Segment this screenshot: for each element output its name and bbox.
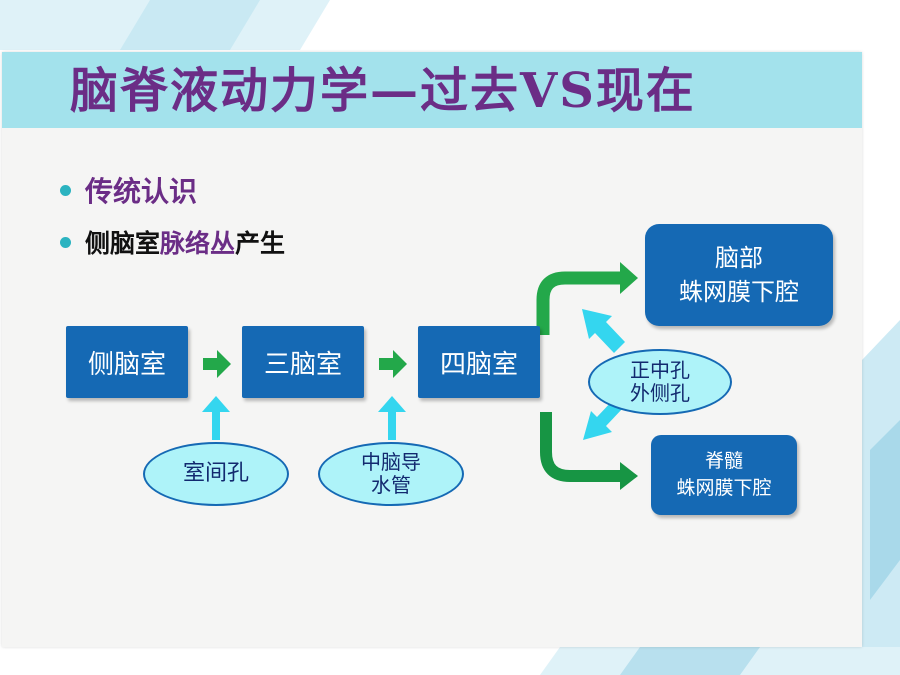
title-bar <box>2 52 862 128</box>
connector-label-line2: 外侧孔 <box>630 381 690 405</box>
bullet-csf-origin: 侧脑室 脉络丛 产生 <box>60 222 285 262</box>
connector-label: 室间孔 <box>182 461 249 487</box>
bullet-traditional-view: 传统认识 <box>60 170 197 210</box>
connector-cerebral-aqueduct: 中脑导 水管 <box>318 442 464 506</box>
node-lateral-ventricle: 侧脑室 <box>66 326 188 398</box>
node-label-line1: 脑部 <box>715 244 763 272</box>
node-label-line2: 蛛网膜下腔 <box>676 477 772 499</box>
connector-label-line1: 中脑导 <box>361 450 421 474</box>
bullet-text-highlight: 脉络丛 <box>160 229 236 258</box>
arrow-right-icon <box>203 350 231 378</box>
node-fourth-ventricle: 四脑室 <box>418 326 540 398</box>
node-third-ventricle: 三脑室 <box>242 326 364 398</box>
slide-title: 脑脊液动力学—过去VS现在 <box>70 63 696 119</box>
node-label: 三脑室 <box>263 349 342 380</box>
arrow-right-icon <box>379 350 407 378</box>
connector-median-lateral-apertures: 正中孔 外侧孔 <box>588 349 732 415</box>
connector-label-line2: 水管 <box>371 473 411 497</box>
node-label: 侧脑室 <box>87 349 166 380</box>
curved-arrow-down-icon <box>540 412 622 482</box>
node-label-line2: 蛛网膜下腔 <box>679 278 799 306</box>
node-label-line1: 脊髓 <box>704 450 743 472</box>
bullet-text: 传统认识 <box>85 175 198 208</box>
bullet-text-post: 产生 <box>235 229 286 258</box>
connector-interventricular-foramen: 室间孔 <box>143 442 289 506</box>
bullet-dot-icon <box>60 236 71 248</box>
node-label: 四脑室 <box>439 349 518 380</box>
arrow-diagonal-icon <box>583 399 623 440</box>
arrow-up-icon <box>378 396 406 440</box>
bullet-text-pre: 侧脑室 <box>85 229 161 258</box>
node-brain-subarachnoid: 脑部 蛛网膜下腔 <box>645 224 833 326</box>
connector-label-line1: 正中孔 <box>630 358 690 382</box>
arrow-diagonal-icon <box>582 309 625 353</box>
arrow-up-icon <box>202 396 230 440</box>
bullet-dot-icon <box>60 184 71 196</box>
curved-arrow-up-icon <box>536 271 622 335</box>
node-spinal-subarachnoid: 脊髓 蛛网膜下腔 <box>651 435 797 515</box>
